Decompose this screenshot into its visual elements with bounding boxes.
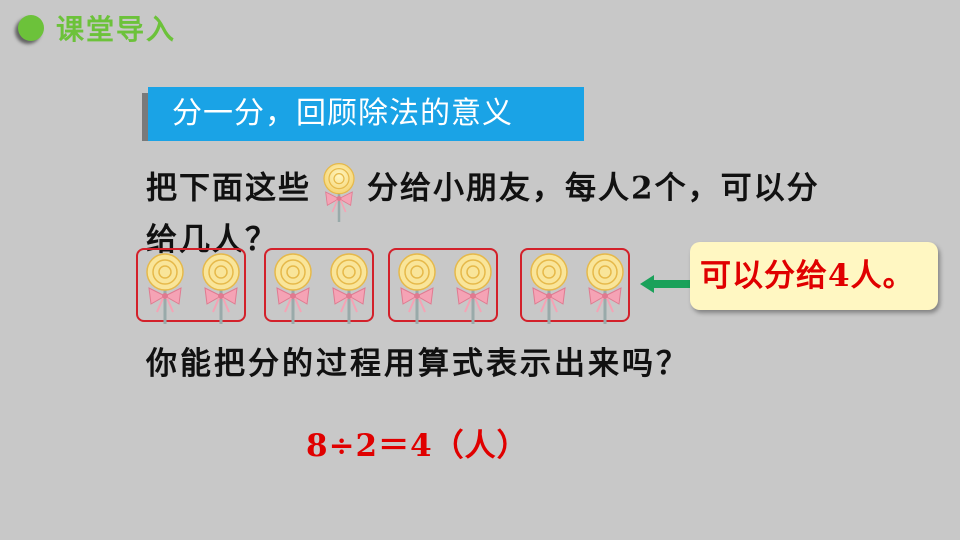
- lollipop-icon: [270, 252, 316, 324]
- candy-group: [136, 248, 246, 324]
- section-header: 课堂导入: [18, 8, 176, 48]
- lollipop-icon: [582, 252, 628, 324]
- lollipop-icon: [198, 252, 244, 324]
- question-line2: 给几人？: [146, 222, 278, 258]
- lollipop-icon: [526, 252, 572, 324]
- lollipop-icon: [142, 252, 188, 324]
- question-part2: 分给小朋友，每人2个，可以分: [367, 170, 820, 207]
- lollipop-icon: [450, 252, 496, 324]
- question-part1: 把下面这些: [146, 170, 311, 207]
- section-title: 课堂导入: [56, 13, 177, 46]
- candy-group: [264, 248, 374, 324]
- lollipop-icon: [394, 252, 440, 324]
- question2-text: 你能把分的过程用算式表示出来吗？: [146, 346, 690, 382]
- candy-group: [520, 248, 630, 324]
- lollipop-icon: [313, 162, 365, 222]
- bullet-dot-icon: [18, 15, 44, 41]
- answer-callout: 可以分给4人。: [690, 242, 938, 310]
- question-text: 把下面这些 分给小朋友，每人2个，可以分 给几人？: [146, 162, 916, 262]
- candy-group: [388, 248, 498, 324]
- left-arrow-icon: [640, 275, 690, 293]
- lollipop-icon: [326, 252, 372, 324]
- division-formula: 8÷2＝4（人）: [306, 428, 529, 464]
- topic-banner: 分一分，回顾除法的意义: [142, 87, 584, 141]
